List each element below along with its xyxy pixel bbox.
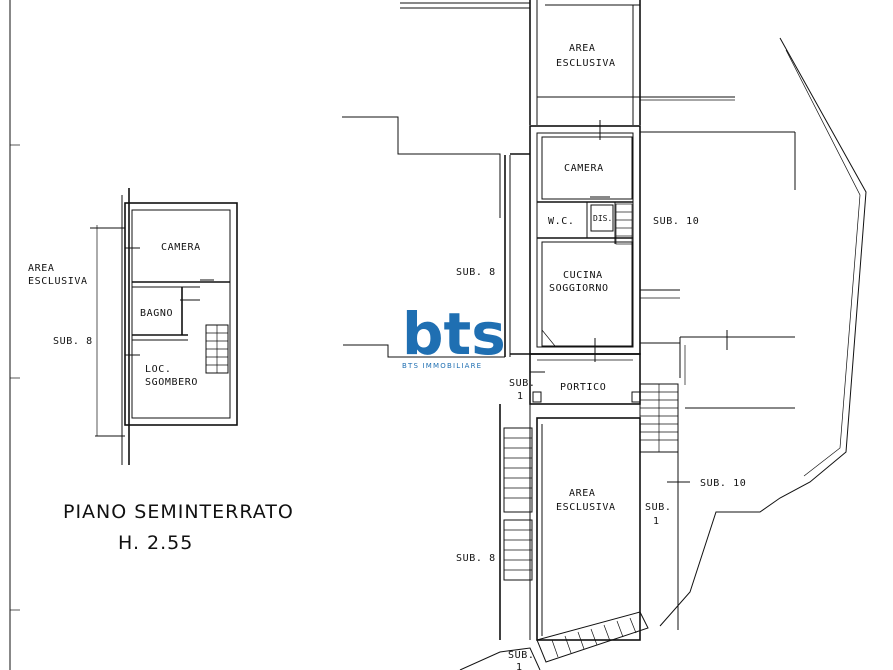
label-sub8-left: SUB. 8	[53, 336, 93, 347]
label-loc-2: SGOMBERO	[145, 377, 198, 388]
left-plan: CAMERA BAGNO LOC. SGOMBERO AREA ESCLUSIV…	[28, 188, 238, 465]
label-area-bottom-1: AREA	[569, 488, 595, 499]
label-bagno: BAGNO	[140, 308, 173, 319]
inner-stair	[615, 203, 633, 245]
label-sub1-b-2: 1	[653, 516, 660, 527]
right-stair	[639, 383, 679, 453]
label-area-top-2: ESCLUSIVA	[556, 58, 616, 69]
label-sub10-lower: SUB. 10	[700, 478, 746, 489]
label-wc: W.C.	[548, 216, 574, 227]
left-stair	[205, 324, 229, 374]
label-dis: DIS.	[593, 214, 612, 223]
house-outline	[529, 125, 641, 355]
bts-logo-mark: bts	[402, 300, 506, 368]
drawing-height: H. 2.55	[118, 532, 193, 554]
drawing-title: PIANO SEMINTERRATO	[63, 501, 294, 523]
bts-logo-tagline: BTS IMMOBILIARE	[402, 362, 482, 370]
label-camera-left: CAMERA	[161, 242, 201, 253]
label-area-top-1: AREA	[569, 43, 595, 54]
bts-logo: bts BTS IMMOBILIARE	[402, 300, 506, 370]
lower-stair	[503, 427, 533, 581]
label-cucina-1: CUCINA	[563, 270, 603, 281]
label-sub1-b-1: SUB.	[645, 502, 671, 513]
label-sub8-lower: SUB. 8	[456, 553, 496, 564]
right-plan: AREA ESCLUSIVA CAMERA W.C. DIS. CUCINA S…	[342, 0, 867, 670]
label-sub10-upper: SUB. 10	[653, 216, 699, 227]
label-area-left-2: ESCLUSIVA	[28, 276, 88, 287]
label-sub1-c-1: SUB.	[508, 650, 534, 661]
label-sub1-a-1: SUB.	[509, 378, 535, 389]
label-portico: PORTICO	[560, 382, 606, 393]
label-sub1-a-2: 1	[517, 391, 524, 402]
label-loc-1: LOC.	[145, 364, 171, 375]
left-plan-outline	[124, 202, 238, 426]
label-area-left-1: AREA	[28, 263, 54, 274]
label-sub1-c-2: 1	[516, 662, 523, 670]
label-area-bottom-2: ESCLUSIVA	[556, 502, 616, 513]
label-sub8-upper: SUB. 8	[456, 267, 496, 278]
label-cucina-2: SOGGIORNO	[549, 283, 609, 294]
label-camera-right: CAMERA	[564, 163, 604, 174]
